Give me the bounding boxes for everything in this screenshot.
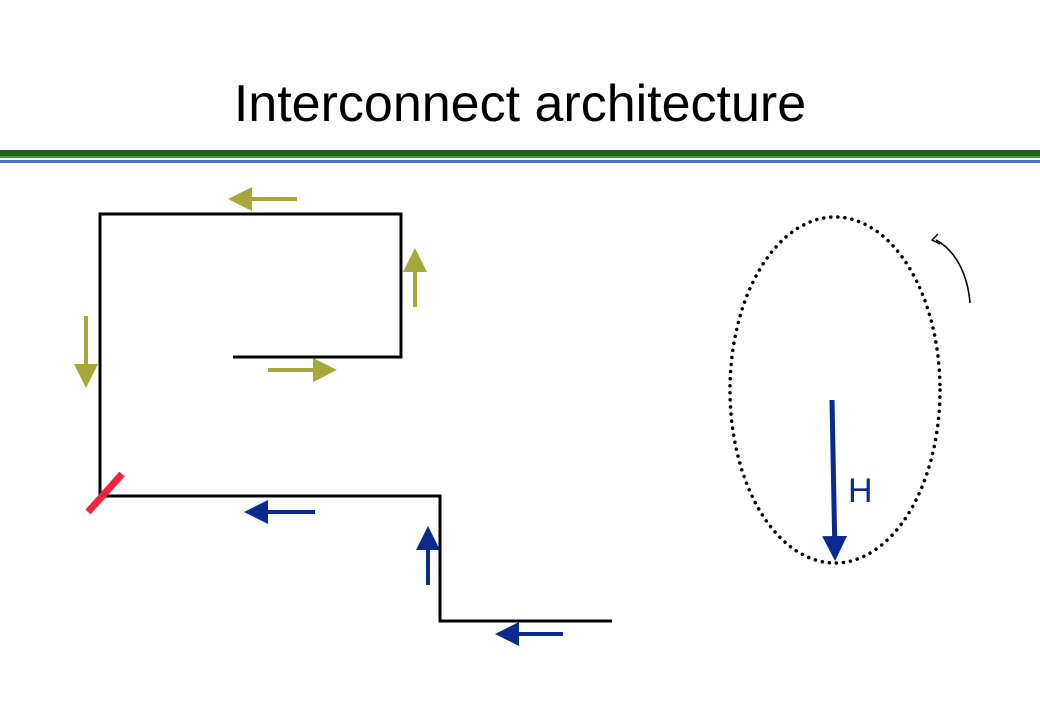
field-loop-ellipse [728, 215, 942, 565]
title-rule-dark [0, 150, 1040, 156]
field-label-h: H [848, 472, 873, 510]
title-underline [0, 150, 1040, 163]
title-rule-blue [0, 160, 1040, 163]
slide-title: Interconnect architecture [233, 75, 807, 133]
break-mark [85, 471, 125, 515]
title-rule-green [0, 156, 1040, 158]
field-vector-h [822, 399, 848, 561]
interconnect-wire [98, 212, 612, 623]
rotation-indicator [930, 233, 971, 304]
